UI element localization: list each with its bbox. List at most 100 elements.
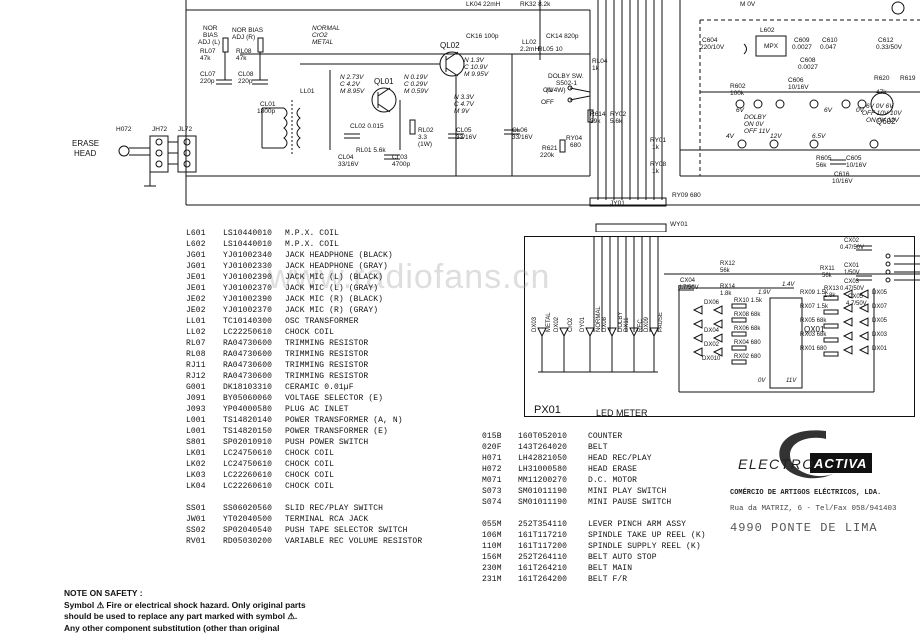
part-ref: LL01 <box>186 317 206 326</box>
rl07-label: RL07 <box>200 48 216 55</box>
part-number: SP02040540 <box>223 526 273 535</box>
part-ref: JG01 <box>186 251 206 260</box>
ll02-value: 2.2mH <box>520 46 539 53</box>
part-description: JACK HEADPHONE (GRAY) <box>285 262 388 271</box>
nor-bias-1b: BIAS <box>203 32 218 39</box>
board-label: LED METER <box>596 408 648 418</box>
ql02-vc: M 9.95V <box>464 71 489 78</box>
part-description: CHOCK COIL <box>285 482 335 491</box>
erase-head-label-2: HEAD <box>74 149 96 158</box>
safety-notes: NOTE ON SAFETY : Symbol ⚠ Fire or electr… <box>64 588 306 634</box>
r621-label: R621 <box>542 145 558 152</box>
part-number: TS14820150 <box>223 427 273 436</box>
rx11-value: 56k <box>822 273 833 279</box>
part-description: OSC TRANSFORMER <box>285 317 359 326</box>
rk32-label: RK32 8.2k <box>520 1 551 8</box>
stamp-line-3: 4990 PONTE DE LIMA <box>730 521 878 535</box>
cx04-label: CX04 <box>680 278 696 284</box>
part-ref: H071 <box>482 454 502 463</box>
vled-dx09: DX09 <box>644 316 650 332</box>
cx01-label: CX01 <box>844 263 860 269</box>
part-number: LC22260610 <box>223 471 273 480</box>
rx14-value: 1.8k <box>720 291 732 297</box>
part-number: LC24750610 <box>223 460 273 469</box>
nor-bias-1c: ADJ (L) <box>198 39 220 46</box>
rx14-label: RX14 <box>720 284 736 290</box>
ql01-label: QL01 <box>374 77 394 86</box>
part-ref: L601 <box>186 229 206 238</box>
part-number: MM11200270 <box>518 476 568 485</box>
rx13-label: RX13 <box>824 286 840 292</box>
part-number: TS14820140 <box>223 416 273 425</box>
part-description: POWER TRANSFORMER (A, N) <box>285 416 403 425</box>
led-right-3: DX05 <box>872 318 888 324</box>
c609-label: C609 <box>794 37 810 44</box>
r619-label: R619 <box>900 75 916 82</box>
ladder-left-2: RX08 68k <box>734 312 761 318</box>
cl03-label: CL03 <box>392 154 408 161</box>
cl03-value: 4700p <box>392 161 410 168</box>
ladder-right-4: RX03 68k <box>800 332 827 338</box>
ql02-va: N 1.3V <box>464 57 485 64</box>
rl04-value: 1k <box>592 65 600 72</box>
c606-label: C606 <box>788 77 804 84</box>
part-number: SP02010910 <box>223 438 273 447</box>
part-ref: LK04 <box>186 482 206 491</box>
rl02-label: RL02 <box>418 127 434 134</box>
part-number: YJ01002340 <box>223 251 273 260</box>
part-ref: JE01 <box>186 284 206 293</box>
r620-value: 47k <box>876 89 887 96</box>
q602-v2: OFF 10V 10V <box>862 110 902 117</box>
led-right-1: DX05 <box>872 290 888 296</box>
part-number: YJ01002390 <box>223 273 273 282</box>
part-number: 161T264210 <box>518 564 568 573</box>
ql01-v2b: C 0.29V <box>404 81 428 88</box>
volt-6-5v: 6.5V <box>812 133 826 140</box>
part-description: COUNTER <box>588 432 623 441</box>
part-ref: J091 <box>186 394 206 403</box>
cl07-value: 220p <box>200 78 215 85</box>
q602-v1: 6V 0V 6V <box>866 103 894 110</box>
part-description: MINI PAUSE SWITCH <box>588 498 672 507</box>
part-description: TRIMMING RESISTOR <box>285 361 369 370</box>
ry08-value: 1k <box>652 168 660 175</box>
stamp-logo <box>779 430 872 479</box>
q602-label: Q602 <box>876 117 896 126</box>
part-ref: H072 <box>482 465 502 474</box>
on-label: ON <box>543 87 553 94</box>
part-ref: SS01 <box>186 504 206 513</box>
part-number: LC22260610 <box>223 482 273 491</box>
cl07-label: CL07 <box>200 71 216 78</box>
ck14-label: CK14 820p <box>546 33 579 40</box>
part-number: TC10140300 <box>223 317 273 326</box>
vled-dx03-sub: METAL <box>546 312 552 332</box>
part-description: BELT F/R <box>588 575 628 584</box>
ql02-vb: C 10.9V <box>464 64 488 71</box>
part-ref: M071 <box>482 476 502 485</box>
r621-value: 220k <box>540 152 555 159</box>
part-number: RA04730600 <box>223 350 273 359</box>
part-description: PLUG AC INLET <box>285 405 349 414</box>
part-ref: RJ11 <box>186 361 206 370</box>
part-description: JACK MIC (R) (GRAY) <box>285 306 379 315</box>
cx05-label: CX05 <box>848 294 864 300</box>
c616-value: 10/16V <box>832 178 853 185</box>
part-description: SLID REC/PLAY SWITCH <box>285 504 384 513</box>
part-description: JACK MIC (L) (GRAY) <box>285 284 379 293</box>
ladder-right-1: RX09 1.5k <box>800 290 829 296</box>
part-description: CHOCK COIL <box>285 460 335 469</box>
metal-label: METAL <box>312 39 334 46</box>
part-description: PUSH TAPE SELECTOR SWITCH <box>285 526 408 535</box>
schematic-diagram: ERASE HEAD H072 JH72 JL72 NOR BIAS ADJ (… <box>72 0 920 232</box>
